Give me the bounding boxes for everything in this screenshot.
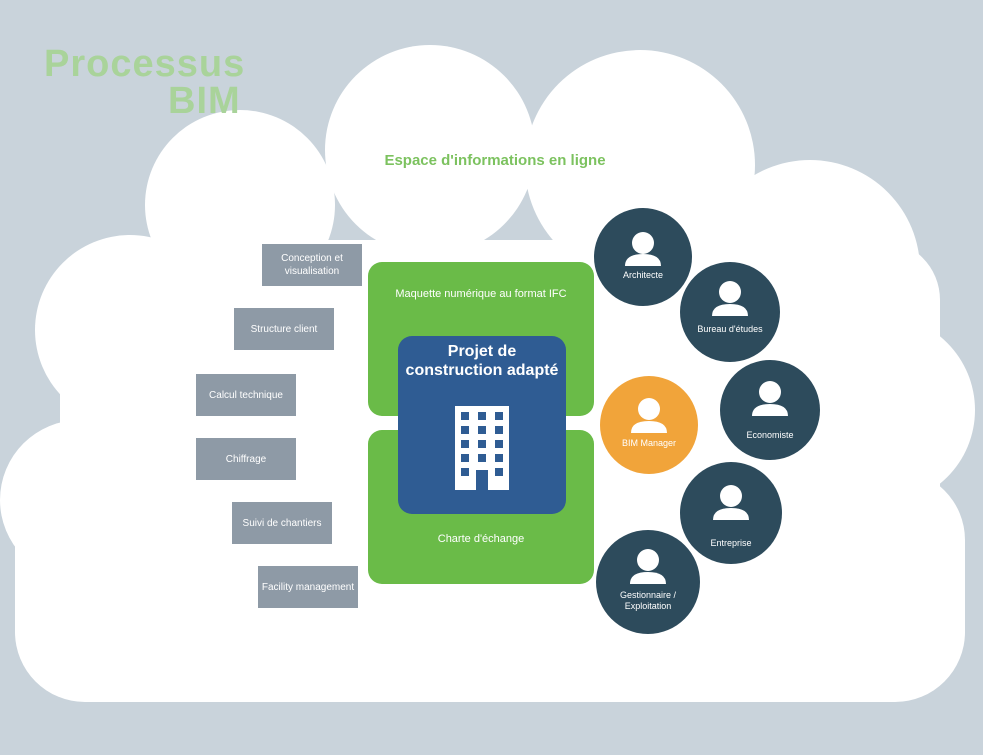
title-line-1: Processus xyxy=(44,43,246,85)
project-label: Projet de construction adapté xyxy=(405,343,559,379)
stakeholder-label: Architecte xyxy=(622,270,664,280)
box-chiffrage: Chiffrage xyxy=(196,438,296,480)
person-icon xyxy=(752,381,788,416)
box-calcul: Calcul technique xyxy=(196,374,296,416)
box-suivi: Suivi de chantiers xyxy=(232,502,332,544)
ifc-model-label: Maquette numérique au format IFC xyxy=(395,288,567,300)
box-facility: Facility management xyxy=(258,566,358,608)
stakeholder-label: Gestionnaire / Exploitation xyxy=(619,590,677,611)
subtitle: Espace d'informations en ligne xyxy=(384,152,606,169)
stakeholder-label: Economiste xyxy=(746,430,794,440)
box-structure: Structure client xyxy=(234,308,334,350)
exchange-charter-label: Charte d'échange xyxy=(437,533,525,545)
stakeholder-economiste: Economiste xyxy=(720,360,820,460)
person-icon xyxy=(713,485,749,520)
person-icon xyxy=(630,549,666,584)
stakeholder-entreprise: Entreprise xyxy=(680,462,782,564)
person-icon xyxy=(631,398,667,433)
stakeholder-label: Entreprise xyxy=(710,538,752,548)
title-line-2: BIM xyxy=(168,80,241,122)
person-icon xyxy=(712,281,748,316)
person-icon xyxy=(625,232,661,266)
stakeholder-gestionnaire: Gestionnaire / Exploitation xyxy=(596,530,700,634)
stakeholder-bureau-etudes: Bureau d'études xyxy=(680,262,780,362)
building-icon xyxy=(455,406,509,490)
stakeholder-bim-manager: BIM Manager xyxy=(600,376,698,474)
box-conception: Conception et visualisation xyxy=(262,244,362,286)
stakeholder-architecte: Architecte xyxy=(594,208,692,306)
stakeholder-label: BIM Manager xyxy=(621,438,677,448)
stakeholder-label: Bureau d'études xyxy=(697,324,763,334)
